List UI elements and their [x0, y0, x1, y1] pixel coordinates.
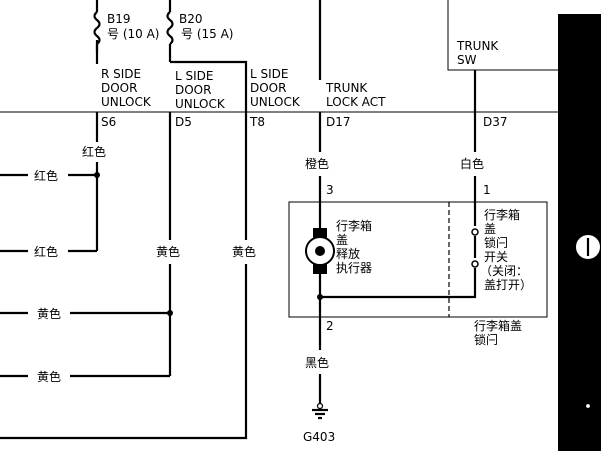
wire-color-orange-d17: 橙色 — [305, 156, 329, 171]
actuator-enclosure — [288, 201, 548, 318]
pin-label-line: TRUNK — [325, 81, 368, 95]
actuator-name-line: 执行器 — [336, 261, 372, 275]
pin-label-line: DOOR — [175, 83, 211, 97]
actuator-pin-bottom: 2 — [326, 319, 334, 333]
wire-color-yellow-d5: 黄色 — [156, 245, 180, 259]
ground-symbol-right — [580, 402, 596, 420]
fuse-b20-name: B20 — [179, 12, 203, 26]
actuator-name-line: 行李箱 — [336, 218, 372, 233]
pin-label-line: DOOR — [101, 81, 137, 95]
fuse-b20-rating: 号 (15 A) — [181, 27, 233, 41]
pin-code: D37 — [483, 115, 508, 129]
pin-trunk-handle-sw: TRUN HAND SW D — [565, 24, 601, 129]
trunk-handle-sw-box — [558, 14, 601, 451]
latch-switch-label-line: 锁闩 — [484, 235, 508, 250]
wire-b20-to-t8 — [170, 60, 248, 112]
fuse-b19: B19 号 (10 A) — [93, 0, 159, 52]
latch-switch-label-line: 行李箱 — [484, 207, 520, 222]
right-device-symbol — [574, 233, 601, 261]
latch-switch-label-line: 开关 — [484, 250, 508, 264]
pin-r-side-door-unlock: R SIDE DOOR UNLOCK S6 — [101, 67, 152, 129]
latch-switch-label-line: （关闭： — [480, 264, 528, 278]
wire-t8-lower — [0, 264, 248, 440]
wire-color-black-left: 黑色 — [305, 356, 329, 370]
pin-trunk-sw: TRUNK SW D37 — [456, 39, 508, 129]
pin-trunk-lock-act: TRUNK LOCK ACT D17 — [325, 81, 386, 129]
pin-label-line: R SIDE — [101, 67, 141, 81]
ground-label-right: G403 — [570, 430, 601, 444]
right-device-pin-bottom: 2 — [593, 261, 601, 275]
latch-switch-label-line: 盖打开） — [484, 278, 532, 292]
latch-name-line: 行李箱盖 — [474, 318, 522, 333]
wire-color-yellow-right: 黄色 — [574, 157, 598, 171]
wire-latch-to-actuator — [320, 268, 477, 299]
wire-color-red-mid-right: 红色 — [34, 244, 58, 259]
ground-label-left: G403 — [303, 430, 335, 444]
pin-label-line: UNLOCK — [250, 95, 301, 109]
pin-code: D17 — [326, 115, 351, 129]
fuse-b20: B20 号 (15 A) — [166, 0, 233, 45]
pin-code: T8 — [249, 115, 265, 129]
trunk-sw-box — [447, 0, 601, 71]
actuator-pin-top: 3 — [326, 183, 334, 197]
actuator-name-line: 盖 — [336, 233, 348, 247]
pin-code: D — [589, 115, 598, 129]
pin-code: D5 — [175, 115, 192, 129]
pin-label-line: TRUN — [565, 24, 599, 38]
pin-label-line: L SIDE — [250, 67, 288, 81]
pin-label-line: UNLOCK — [175, 97, 226, 111]
latch-switch-label-line: 盖 — [484, 222, 496, 236]
wire-color-red-top: 红色 — [82, 144, 106, 159]
pin-label-line: HAND — [566, 38, 601, 52]
pin-l-side-door-unlock-1: L SIDE DOOR UNLOCK D5 — [175, 69, 226, 129]
pin-l-side-door-unlock-2: L SIDE DOOR UNLOCK T8 — [249, 67, 301, 129]
pin-label-line: DOOR — [250, 81, 286, 95]
actuator-motor — [305, 228, 335, 274]
latch-pin-top: 1 — [483, 183, 491, 197]
pin-label-line: SW — [457, 53, 477, 67]
wire-color-red-mid-left: 红色 — [34, 168, 58, 183]
fuse-b19-name: B19 — [107, 12, 131, 26]
pin-label-line: TRUNK — [456, 39, 499, 53]
pin-label-line: L SIDE — [175, 69, 213, 83]
wire-color-yellow-left-1: 黄色 — [37, 307, 61, 321]
wire-color-black-right: 黑色 — [574, 356, 598, 370]
pin-label-line: LOCK ACT — [326, 95, 386, 109]
pin-code: S6 — [101, 115, 116, 129]
wire-color-yellow-left-2: 黄色 — [37, 370, 61, 384]
pin-label-line: UNLOCK — [101, 95, 152, 109]
latch-name-line: 锁闩 — [474, 332, 498, 347]
pin-label-line: SW — [566, 52, 586, 66]
wire-color-white-d37: 白色 — [460, 156, 484, 171]
fuse-b19-rating: 号 (10 A) — [107, 27, 159, 41]
ground-symbol-left — [312, 402, 328, 420]
right-device-pin-top: 1 — [593, 219, 601, 233]
actuator-name-line: 释放 — [336, 246, 360, 261]
latch-switch — [471, 228, 479, 268]
wire-color-yellow-t8: 黄色 — [232, 245, 256, 259]
